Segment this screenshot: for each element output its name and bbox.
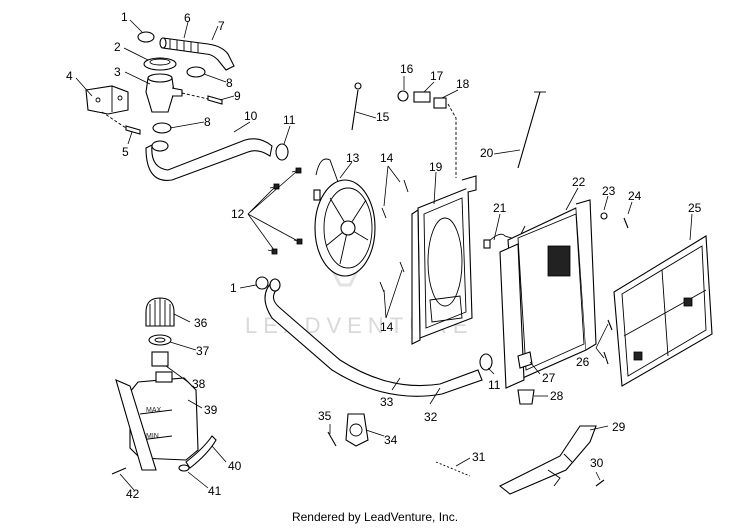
- bolt: [623, 217, 629, 229]
- rod: [517, 91, 541, 169]
- callout-8: 8: [226, 76, 233, 90]
- callout-32: 32: [424, 410, 438, 424]
- callout-33: 33: [380, 395, 394, 409]
- overflow-hose: [185, 435, 217, 469]
- grommet: [433, 97, 447, 109]
- callout-27: 27: [542, 371, 556, 385]
- radiator: [499, 199, 597, 389]
- callout-12: 12: [231, 207, 245, 221]
- callout-14: 14: [380, 320, 394, 334]
- filler-neck: [145, 77, 175, 113]
- callout-3: 3: [114, 65, 121, 79]
- callout-6: 6: [184, 11, 191, 25]
- support-bracket: [498, 425, 597, 495]
- callout-38: 38: [192, 377, 206, 391]
- callout-1: 1: [121, 10, 128, 24]
- callout-40: 40: [228, 459, 242, 473]
- callout-37: 37: [196, 344, 210, 358]
- callout-19: 19: [429, 160, 443, 174]
- callout-20: 20: [480, 146, 494, 160]
- callout-24: 24: [628, 189, 642, 203]
- tank-max-mark: MAX: [146, 407, 162, 414]
- leader-lines: [75, 19, 693, 491]
- callout-41: 41: [208, 484, 222, 498]
- footer-credit: Rendered by LeadVenture, Inc.: [291, 510, 459, 524]
- tank-min-mark: MIN: [146, 433, 159, 440]
- radiator-cap: [143, 57, 177, 71]
- callout-14: 14: [380, 151, 394, 165]
- screw-set: [379, 179, 409, 293]
- callout-30: 30: [590, 456, 604, 470]
- fan-shroud: [411, 175, 477, 345]
- hose-clamp: [152, 122, 172, 134]
- callout-35: 35: [318, 409, 332, 423]
- callout-31: 31: [472, 450, 486, 464]
- upper-radiator-hose: [145, 138, 273, 181]
- cooling-fan: [313, 158, 376, 277]
- pipe-clamp: [345, 413, 369, 447]
- hose-clamp: [255, 276, 269, 290]
- bolt: [111, 467, 127, 475]
- callout-4: 4: [66, 69, 73, 83]
- callout-8: 8: [204, 115, 211, 129]
- callout-11: 11: [283, 113, 296, 127]
- callout-13: 13: [346, 151, 360, 165]
- callout-29: 29: [612, 420, 626, 434]
- clip: [603, 319, 613, 365]
- callout-7: 7: [218, 19, 225, 33]
- callout-21: 21: [493, 201, 507, 215]
- upper-hose-group: [85, 31, 289, 181]
- callout-9: 9: [234, 89, 241, 103]
- hose-clamp: [137, 31, 155, 43]
- callout-26: 26: [576, 355, 590, 369]
- callout-25: 25: [688, 201, 702, 215]
- breather-hose: [162, 37, 235, 71]
- callout-39: 39: [204, 403, 218, 417]
- temperature-sensor: [351, 89, 359, 131]
- radiator-screen: [613, 235, 713, 387]
- coolant-reservoir: MAX MIN: [115, 297, 199, 471]
- bolt: [207, 95, 223, 105]
- callout-17: 17: [430, 69, 444, 83]
- callout-16: 16: [400, 62, 414, 76]
- callout-1: 1: [230, 281, 237, 295]
- tank-bracket: [115, 379, 157, 471]
- callout-34: 34: [384, 433, 398, 447]
- sleeve: [413, 91, 431, 103]
- callout-36: 36: [194, 316, 208, 330]
- callout-15: 15: [376, 110, 390, 124]
- washer: [148, 334, 172, 346]
- callout-10: 10: [244, 109, 258, 123]
- radiator-label: [547, 245, 571, 277]
- bolt: [327, 431, 337, 447]
- mounting-bracket: [85, 85, 129, 115]
- lower-radiator-hose: [255, 276, 493, 397]
- callout-2: 2: [114, 40, 121, 54]
- hose-clamp: [479, 353, 493, 371]
- bolt-set: [267, 167, 303, 255]
- bolt: [595, 479, 605, 487]
- callout-28: 28: [550, 389, 564, 403]
- callout-5: 5: [122, 145, 129, 159]
- callout-18: 18: [456, 77, 470, 91]
- grommet: [517, 389, 535, 405]
- reservoir-neck: [151, 351, 169, 367]
- callout-23: 23: [602, 184, 616, 198]
- hose-clamp: [178, 464, 190, 472]
- callout-11: 11: [488, 378, 501, 392]
- wire-tie: [435, 461, 471, 477]
- nut: [397, 90, 409, 102]
- bolt: [125, 125, 141, 135]
- hose-clamp: [275, 143, 289, 161]
- hose-clamp: [186, 66, 206, 78]
- callout-42: 42: [126, 487, 140, 501]
- callout-numbers: 1 6 7 2 8 3 4 9 10 11 5 8 13 16 17 18 15…: [66, 10, 702, 501]
- nut: [600, 212, 608, 220]
- callout-22: 22: [572, 175, 586, 189]
